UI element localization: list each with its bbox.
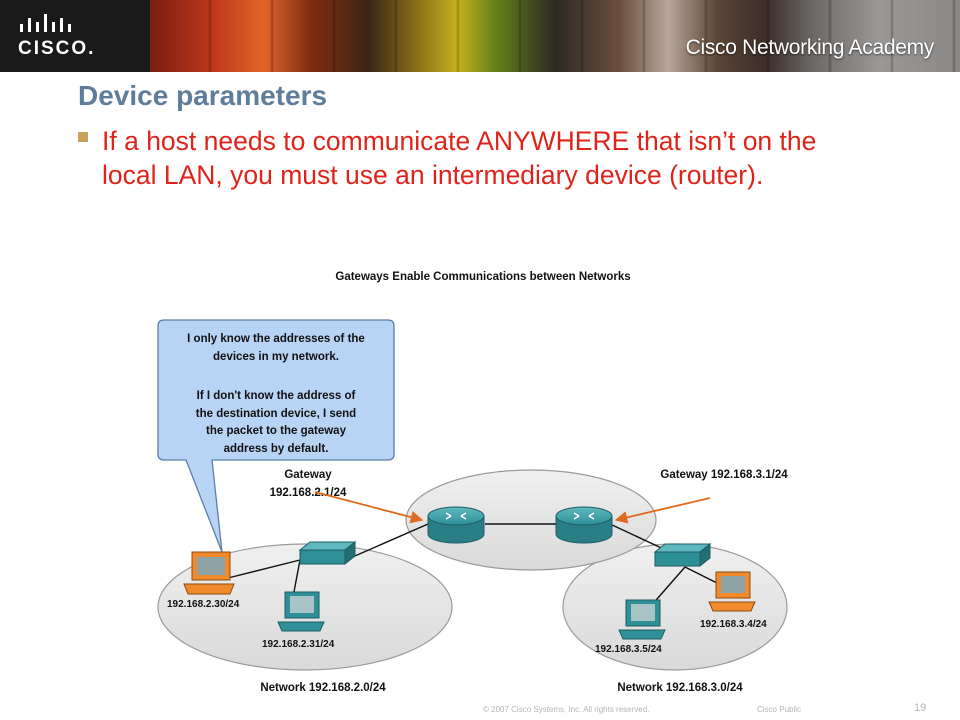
callout-line-4: If I don't know the address of — [197, 390, 356, 402]
switch-right-icon — [653, 542, 712, 568]
host-label-3-4: 192.168.3.4/24 — [700, 619, 767, 630]
pc-192-168-3-4-icon — [708, 571, 756, 612]
cisco-bars-icon — [20, 14, 71, 32]
bullet-item: If a host needs to communicate ANYWHERE … — [78, 124, 878, 192]
callout-bubble — [157, 319, 395, 553]
slide-title: Device parameters — [78, 80, 328, 111]
network-left-label: Network 192.168.2.0/24 — [260, 682, 386, 694]
callout-line-5: the destination device, I send — [196, 408, 356, 420]
gateway-left-label: Gateway — [284, 469, 332, 481]
callout-line-1: I only know the addresses of the — [187, 333, 365, 345]
pc-192-168-2-31-icon — [277, 591, 325, 632]
host-label-3-5: 192.168.3.5/24 — [595, 644, 662, 655]
host-label-2-31: 192.168.2.31/24 — [262, 639, 335, 650]
host-labels: 192.168.2.30/24 192.168.2.31/24 192.168.… — [167, 599, 767, 655]
pc-192-168-2-30-icon — [183, 551, 235, 595]
academy-title: Cisco Networking Academy — [685, 36, 935, 59]
pc-192-168-3-5-icon — [618, 599, 666, 640]
router-left-icon — [427, 506, 485, 544]
callout-line-6: the packet to the gateway — [206, 425, 347, 437]
bullet-square-icon — [78, 132, 88, 142]
diagram-title: Gateways Enable Communications between N… — [335, 271, 630, 283]
page-number: 19 — [914, 702, 927, 714]
gateway-left-arrow — [314, 491, 424, 524]
header-photo-strip — [150, 0, 960, 72]
host-label-2-30: 192.168.2.30/24 — [167, 599, 240, 610]
callout-line-7: address by default. — [224, 443, 329, 455]
network-right-label: Network 192.168.3.0/24 — [617, 682, 743, 694]
switch-left-icon — [298, 540, 357, 566]
gateway-right-label: Gateway 192.168.3.1/24 — [660, 469, 788, 481]
network-diagram: Gateways Enable Communications between N… — [157, 271, 788, 694]
header-banner: CISCO. Cisco Networking Academy — [0, 0, 960, 72]
callout-line-2: devices in my network. — [213, 351, 339, 363]
wan-cloud — [405, 469, 657, 571]
cisco-wordmark: CISCO. — [18, 38, 96, 59]
bullet-text: If a host needs to communicate ANYWHERE … — [102, 126, 817, 190]
footer-copyright: © 2007 Cisco Systems, Inc. All rights re… — [483, 705, 650, 714]
callout-text: I only know the addresses of the devices… — [187, 333, 365, 455]
footer-classification: Cisco Public — [757, 705, 802, 714]
cisco-logo: CISCO. — [0, 0, 150, 72]
gateway-right-arrow — [614, 497, 711, 524]
router-right-icon — [555, 506, 613, 544]
